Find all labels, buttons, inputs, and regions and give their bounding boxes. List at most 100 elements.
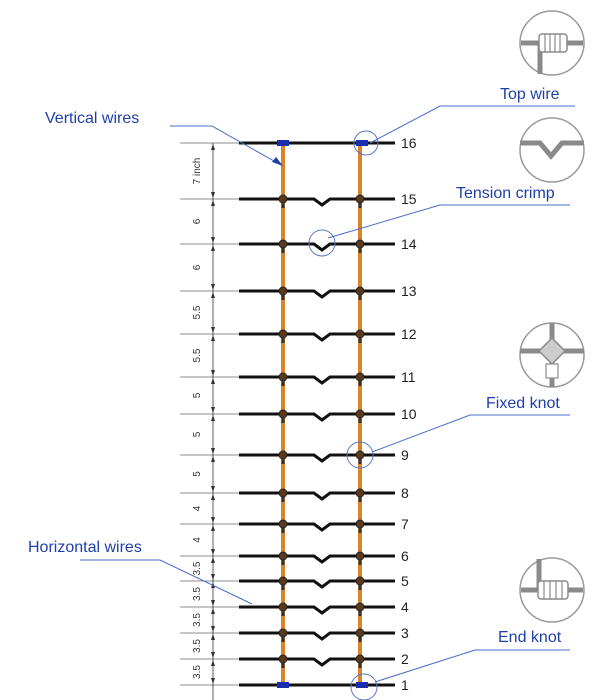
wire-number: 4: [401, 599, 409, 615]
knot-wrap: [358, 584, 362, 590]
end-knot-highlight: [350, 673, 378, 700]
knot-wrap: [281, 527, 285, 533]
wire-number: 7: [401, 516, 409, 532]
knot-wrap: [281, 380, 285, 386]
wire-number: 5: [401, 573, 409, 589]
dimension-arrow: [211, 370, 215, 376]
fixed-knot: [278, 654, 288, 664]
vertical-wires-label: Vertical wires: [45, 110, 139, 127]
dimension-arrow: [211, 378, 215, 384]
dimension-arrow: [211, 678, 215, 684]
dimension-arrow: [211, 407, 215, 413]
spacing-label: 3.5: [192, 561, 203, 575]
spacing-label: 5.5: [192, 305, 203, 319]
horizontal-wire: [239, 242, 395, 252]
wire-number: 12: [401, 326, 417, 342]
fixed-knot: [355, 602, 365, 612]
horizontal-wire: [239, 522, 395, 532]
knot-wrap: [281, 337, 285, 343]
knot-wrap: [358, 610, 362, 616]
dimension-arrow: [211, 517, 215, 523]
fixed-knot: [278, 519, 288, 529]
wire-number: 11: [401, 369, 416, 385]
fixed-knot: [355, 450, 365, 460]
fixed-knot: [278, 329, 288, 339]
knot-wrap: [358, 496, 362, 502]
knot-wrap: [281, 294, 285, 300]
fixed-knot: [355, 488, 365, 498]
fixed-knot: [278, 194, 288, 204]
callouts: Vertical wires Top wire Tension crimp Fi…: [28, 86, 575, 700]
wire-number: 8: [401, 485, 409, 501]
horizontal-wire: [239, 375, 395, 385]
fixed-knot: [355, 409, 365, 419]
fixed-knot: [278, 239, 288, 249]
fixed-knot: [278, 488, 288, 498]
wire-number: 10: [401, 406, 417, 422]
dimension-arrow: [211, 415, 215, 421]
fixed-knot-highlight: [346, 441, 374, 469]
fixed-knot-detail-icon: [519, 322, 585, 388]
wire-number: 16: [401, 135, 417, 151]
fixed-knot: [355, 576, 365, 586]
dimension-arrow: [211, 284, 215, 290]
fixed-knot-label: Fixed knot: [486, 395, 560, 412]
knot-wrap: [358, 202, 362, 208]
end-knot-detail-icon: [519, 557, 585, 623]
knot-wrap: [358, 662, 362, 668]
horizontal-wire: [239, 605, 395, 615]
dimension-arrow: [211, 192, 215, 198]
horizontal-wires-label: Horizontal wires: [28, 539, 142, 556]
knot-wrap: [281, 247, 285, 253]
top-wire-highlight: [353, 130, 379, 156]
dimension-arrow: [211, 525, 215, 531]
dimension-arrow: [211, 144, 215, 150]
knot-wrap: [281, 559, 285, 565]
horizontal-wire: [239, 631, 395, 641]
fixed-knot: [278, 551, 288, 561]
horizontal-wire: [239, 579, 395, 589]
wire-number: 15: [401, 191, 417, 207]
fixed-knot: [355, 194, 365, 204]
top-wire-label: Top wire: [500, 86, 560, 103]
end-clip: [277, 682, 289, 688]
dimension-arrow: [211, 486, 215, 492]
dimension-arrow: [211, 448, 215, 454]
horizontal-wire: [239, 289, 395, 299]
horizontal-wire: [239, 332, 395, 342]
horizontal-wire: [239, 554, 395, 564]
fixed-knot: [355, 239, 365, 249]
end-clip: [356, 682, 368, 688]
end-knot-label: End knot: [498, 629, 562, 646]
knot-wrap: [281, 662, 285, 668]
horizontal-wire: [239, 491, 395, 501]
end-clip: [277, 140, 289, 146]
end-knot-leader: [374, 649, 570, 683]
horizontal-wire: [239, 453, 395, 463]
fixed-knot: [278, 409, 288, 419]
dimension-arrow: [211, 557, 215, 563]
dimension-arrow: [211, 237, 215, 243]
horizontal-wire: [239, 657, 395, 667]
wire-number: 2: [401, 651, 409, 667]
top-wire-leader: [369, 105, 575, 144]
tension-crimp-leader: [327, 204, 570, 239]
dimension-arrow: [211, 292, 215, 298]
dimension-arrow: [211, 335, 215, 341]
knot-wrap: [281, 458, 285, 464]
dimension-arrow: [211, 608, 215, 614]
fixed-knot: [355, 628, 365, 638]
dimension-arrow: [211, 327, 215, 333]
knot-wrap: [358, 458, 362, 464]
knot-wrap: [281, 202, 285, 208]
fixed-knot: [278, 602, 288, 612]
tension-crimp-label: Tension crimp: [456, 185, 555, 202]
spacing-label: 6: [192, 264, 203, 270]
dimension-arrow: [211, 200, 215, 206]
spacing-label: 5.5: [192, 348, 203, 362]
dimension-arrow: [211, 494, 215, 500]
spacing-label: 7 inch: [192, 158, 203, 185]
knot-wrap: [358, 636, 362, 642]
